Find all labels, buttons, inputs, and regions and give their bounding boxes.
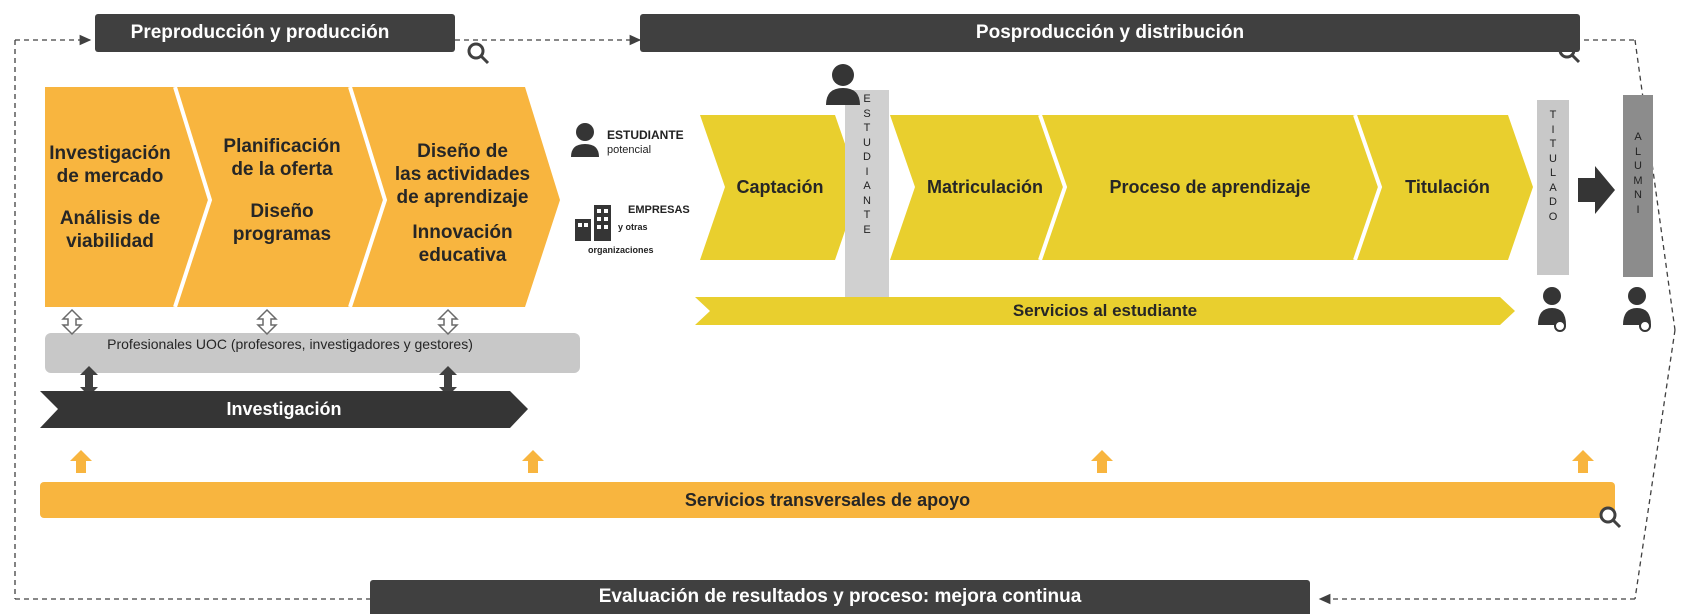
- vertical-letter: E: [863, 93, 871, 105]
- arrow-to-alumni: [1578, 166, 1615, 214]
- header-preproduccion: Preproducción y producción: [95, 14, 455, 52]
- profesionales-text: Profesionales UOC (profesores, investiga…: [107, 336, 473, 352]
- evaluacion-label: Evaluación de resultados y proceso: mejo…: [598, 586, 1082, 607]
- alumni-strip: [1623, 95, 1653, 277]
- step-planificacion-text: Planificación de la oferta Diseño progra…: [212, 128, 352, 253]
- investigacion-bar: [40, 391, 528, 428]
- stage-matriculacion: Matriculación: [926, 176, 1044, 197]
- step-investigacion-text: Investigación de mercado Análisis de via…: [45, 135, 175, 260]
- chevron-diseno: [350, 87, 560, 307]
- investigacion-label: Investigación: [40, 391, 528, 428]
- estudiante-strip: [845, 90, 889, 303]
- step-diseno-text: Diseño de las actividades de aprendizaje…: [385, 128, 540, 278]
- vertical-letter: I: [1636, 203, 1640, 216]
- vertical-letter: I: [1551, 123, 1555, 136]
- vertical-letter: M: [1633, 174, 1643, 187]
- vertical-letter: U: [1549, 152, 1557, 165]
- vertical-letter: A: [1549, 181, 1557, 194]
- vertical-letter: S: [863, 107, 871, 120]
- stage-titulacion: Titulación: [1405, 176, 1490, 197]
- vertical-letter: D: [863, 151, 871, 163]
- vertical-letter: N: [1634, 189, 1642, 201]
- chevron-aprendizaje: [1040, 115, 1380, 260]
- step-line: Planificación: [223, 136, 341, 157]
- step-line: de aprendizaje: [396, 186, 529, 208]
- up-arrows: [70, 450, 1594, 473]
- servicios-estudiante-label: Servicios al estudiante: [700, 297, 1510, 325]
- step-line: de mercado: [56, 166, 164, 187]
- vertical-letter: E: [863, 223, 871, 236]
- profesionales-bar: [45, 333, 580, 373]
- person-icons: [571, 64, 1651, 325]
- vertical-letter: U: [1634, 160, 1642, 172]
- header-posproduccion-label: Posproducción y distribución: [975, 22, 1245, 43]
- evaluacion-bar: Evaluación de resultados y proceso: mejo…: [370, 580, 1310, 614]
- double-arrow-icons-top: [61, 308, 459, 336]
- vertical-letter: D: [1549, 196, 1557, 208]
- step-line: Innovación: [412, 221, 513, 243]
- vertical-letter: A: [1634, 131, 1642, 143]
- vertical-letter: I: [865, 165, 869, 178]
- profesionales-label: Profesionales UOC (profesores, investiga…: [90, 336, 490, 353]
- vertical-letter: N: [863, 194, 871, 207]
- servicios-transversales-label: Servicios transversales de apoyo: [40, 482, 1615, 518]
- stage-captacion: Captación: [736, 176, 824, 197]
- servicios-estudiante-text: Servicios al estudiante: [1012, 301, 1198, 320]
- companies-sub2: organizaciones: [588, 245, 654, 255]
- chevron-titulacion: [1355, 115, 1533, 260]
- step-line: de la oferta: [231, 159, 333, 180]
- vertical-letter: O: [1548, 210, 1558, 223]
- servicios-transversales-bar: [40, 482, 1615, 518]
- step-line: Investigación: [49, 143, 171, 164]
- chevron-planificacion: [175, 87, 385, 307]
- vertical-letter: L: [1634, 145, 1642, 158]
- step-line: educativa: [418, 244, 507, 266]
- vertical-letter: L: [1549, 167, 1557, 179]
- investigacion-text: Investigación: [226, 399, 342, 419]
- vertical-letter: U: [863, 136, 871, 149]
- step-line: Diseño: [250, 201, 314, 222]
- companies-title: EMPRESAS: [628, 204, 690, 216]
- building-icon: [575, 205, 611, 241]
- step-line: las actividades: [394, 163, 531, 185]
- chevron-captacion: [700, 115, 860, 260]
- vertical-letter: A: [863, 180, 871, 192]
- stage-aprendizaje: Proceso de aprendizaje: [1109, 176, 1311, 197]
- improvement-loop: [14, 34, 1676, 605]
- student-potential-title: ESTUDIANTE: [607, 128, 684, 142]
- student-potential-sub: potencial: [607, 144, 652, 156]
- step-line: programas: [232, 224, 332, 245]
- header-posproduccion: Posproducción y distribución: [640, 14, 1580, 52]
- servicios-estudiante-bar: [695, 297, 1515, 325]
- double-arrow-icons-bottom: [80, 366, 457, 396]
- servicios-transversales-text: Servicios transversales de apoyo: [684, 489, 971, 510]
- header-preproduccion-label: Preproducción y producción: [130, 22, 390, 43]
- companies-sub1: y otras: [618, 222, 648, 232]
- chevron-matriculacion: [890, 115, 1065, 260]
- vertical-letter: T: [863, 209, 871, 221]
- chevron-investigacion: [45, 87, 210, 307]
- titulado-strip: [1537, 100, 1569, 275]
- step-line: Análisis de: [59, 208, 161, 229]
- step-line: Diseño de: [417, 140, 508, 162]
- vertical-letter: T: [1549, 138, 1557, 150]
- vertical-letter: T: [1549, 109, 1557, 121]
- vertical-letter: T: [863, 122, 871, 134]
- step-line: viabilidad: [66, 231, 154, 252]
